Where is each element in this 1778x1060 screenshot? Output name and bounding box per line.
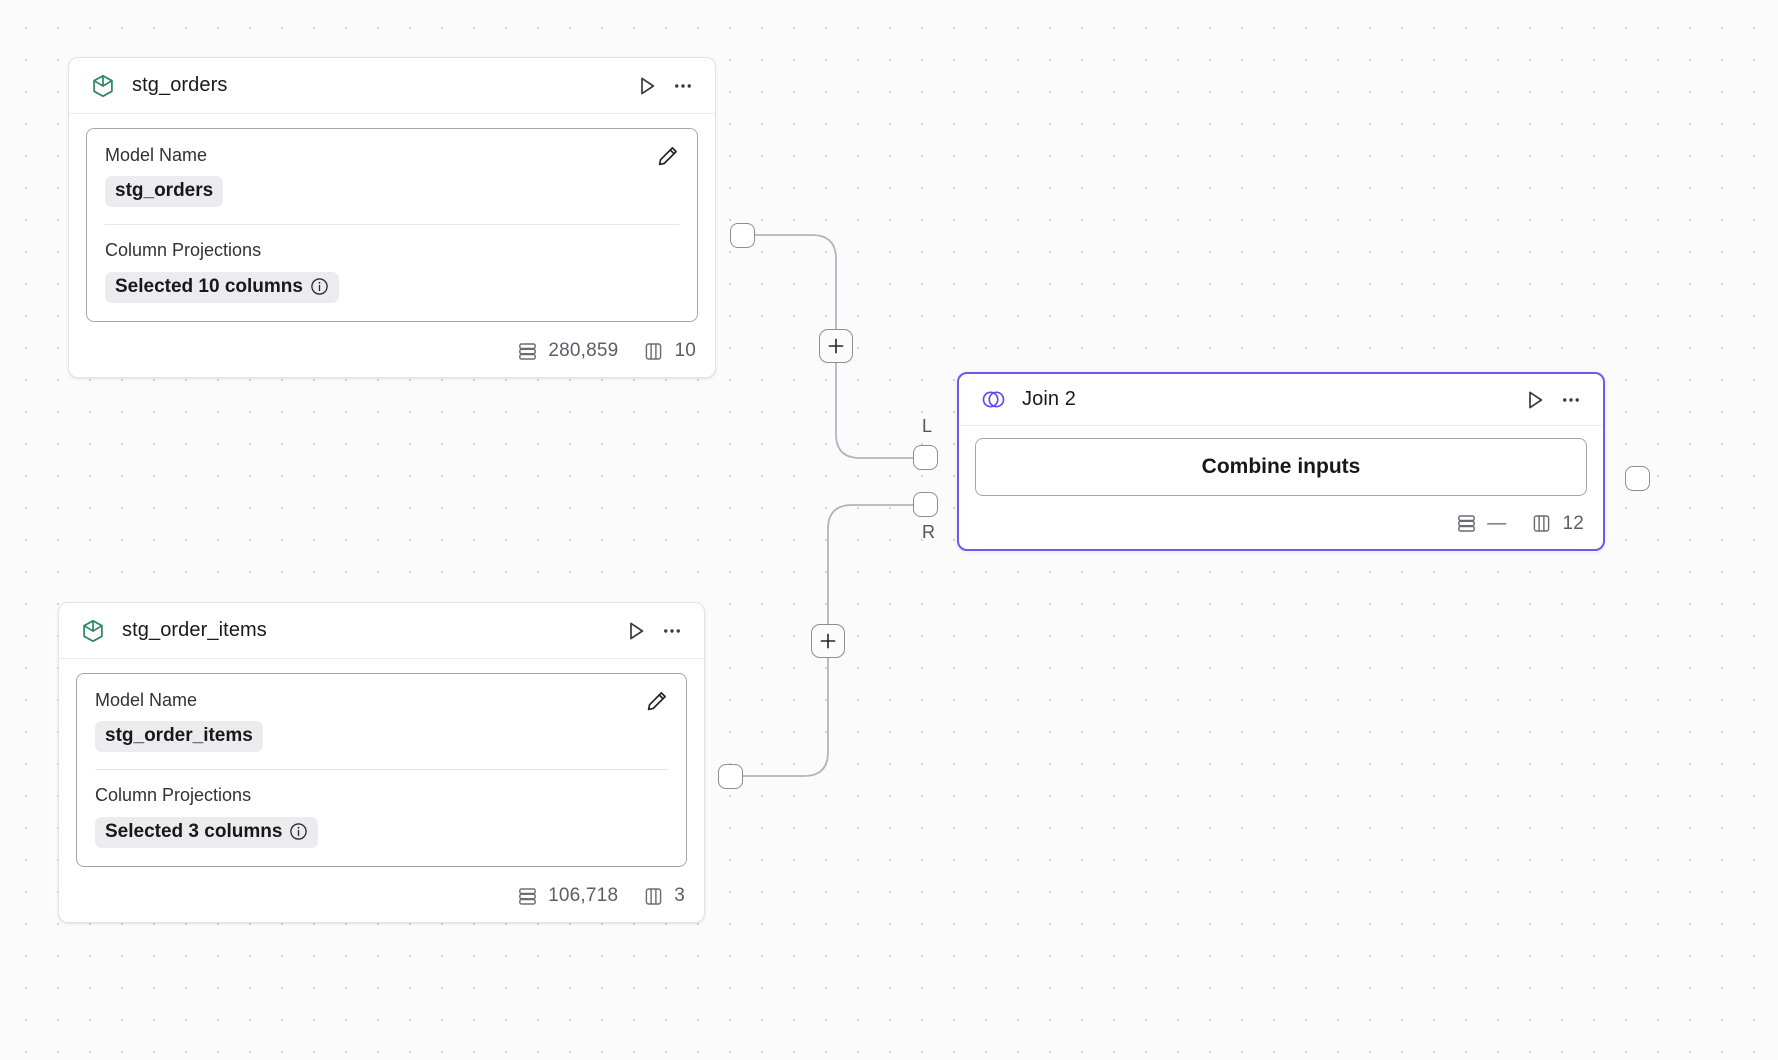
stat-column-count: 10 [642, 340, 696, 363]
combine-inputs-label: Combine inputs [1201, 455, 1361, 478]
row-count-value: 280,859 [548, 340, 619, 362]
chip-column-projections[interactable]: Selected 10 columns [105, 271, 339, 303]
input-port-label-left: L [922, 416, 933, 436]
columns-icon [1530, 512, 1553, 535]
stat-row-count: 106,718 [516, 885, 618, 908]
venn-icon [978, 385, 1008, 415]
output-port-stg-order-items[interactable] [718, 764, 743, 789]
chip-column-projections-text: Selected 3 columns [105, 820, 283, 842]
more-options-icon[interactable] [1556, 385, 1586, 415]
input-port-label-right: R [922, 522, 935, 542]
node-header: Join 2 [959, 374, 1603, 426]
column-count-value: 10 [674, 340, 696, 362]
info-icon[interactable] [310, 277, 329, 296]
run-icon[interactable] [1520, 385, 1550, 415]
model-config-panel: Model Name stg_order_items Column Projec… [76, 673, 687, 867]
more-options-icon[interactable] [668, 71, 698, 101]
output-port-stg-orders[interactable] [730, 223, 755, 248]
run-icon[interactable] [621, 616, 651, 646]
node-footer: — 12 [959, 502, 1603, 549]
node-body: Model Name stg_order_items Column Projec… [59, 659, 704, 875]
node-stg-orders[interactable]: stg_orders [68, 57, 716, 378]
row-count-value: — [1487, 512, 1507, 534]
add-node-button-bottom[interactable] [811, 624, 845, 658]
rows-icon [516, 340, 539, 363]
rows-icon [1455, 512, 1478, 535]
rows-icon [516, 885, 539, 908]
model-config-panel: Model Name stg_orders Column Projections… [86, 128, 698, 322]
node-join-2[interactable]: Join 2 Combine inputs [957, 372, 1605, 551]
input-port-right[interactable] [913, 492, 938, 517]
columns-icon [642, 340, 665, 363]
output-port-join-2[interactable] [1625, 466, 1650, 491]
node-footer: 280,859 10 [69, 330, 715, 377]
info-icon[interactable] [289, 822, 308, 841]
stat-column-count: 12 [1530, 512, 1584, 535]
panel-divider [105, 224, 679, 226]
cube-icon [88, 71, 118, 101]
node-title: stg_orders [132, 74, 228, 96]
add-node-button-top[interactable] [819, 329, 853, 363]
column-count-value: 3 [674, 885, 685, 907]
node-header: stg_orders [69, 58, 715, 114]
cube-icon [78, 616, 108, 646]
node-body: Model Name stg_orders Column Projections… [69, 114, 715, 330]
column-count-value: 12 [1562, 512, 1584, 534]
stat-row-count: — [1455, 512, 1506, 535]
node-title: stg_order_items [122, 619, 267, 641]
chip-model-name[interactable]: stg_orders [105, 176, 224, 208]
edit-pencil-icon[interactable] [653, 141, 683, 171]
panel-divider [95, 769, 668, 771]
field-label-model-name: Model Name [95, 690, 198, 710]
node-header: stg_order_items [59, 603, 704, 659]
more-options-icon[interactable] [657, 616, 687, 646]
chip-model-name-text: stg_orders [115, 180, 214, 202]
chip-model-name-text: stg_order_items [105, 725, 253, 747]
row-count-value: 106,718 [548, 885, 619, 907]
node-title: Join 2 [1022, 388, 1076, 410]
node-body: Combine inputs [959, 426, 1603, 502]
chip-column-projections-text: Selected 10 columns [115, 275, 303, 297]
run-icon[interactable] [632, 71, 662, 101]
columns-icon [642, 885, 665, 908]
chip-column-projections[interactable]: Selected 3 columns [95, 816, 319, 848]
stat-column-count: 3 [642, 885, 685, 908]
input-port-left[interactable] [913, 445, 938, 470]
field-label-column-projections: Column Projections [105, 240, 262, 261]
stat-row-count: 280,859 [516, 340, 618, 363]
node-footer: 106,718 3 [59, 875, 704, 922]
chip-model-name[interactable]: stg_order_items [95, 721, 263, 753]
edit-pencil-icon[interactable] [642, 686, 672, 716]
field-label-model-name: Model Name [105, 145, 208, 165]
field-label-column-projections: Column Projections [95, 785, 252, 806]
combine-inputs-button[interactable]: Combine inputs [975, 438, 1587, 496]
node-stg-order-items[interactable]: stg_order_items [58, 602, 705, 923]
